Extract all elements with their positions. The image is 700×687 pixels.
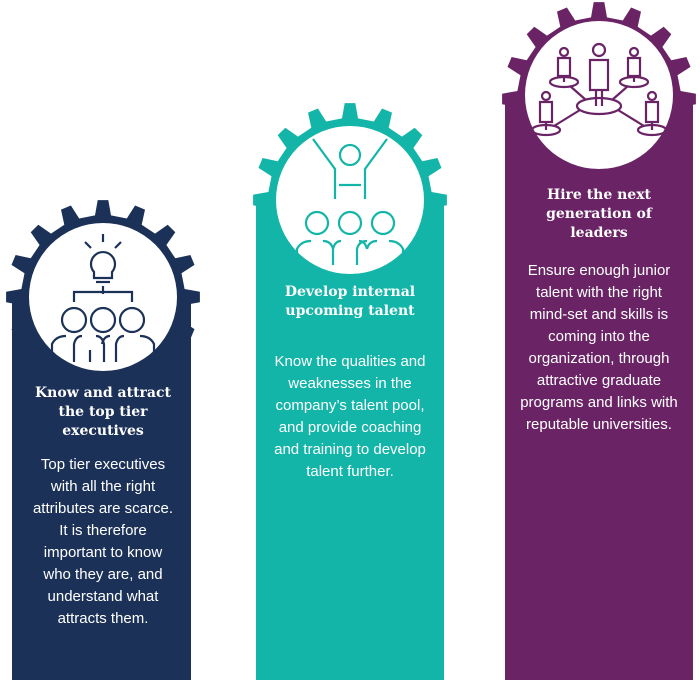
lightbulb-team-icon [29,223,177,371]
card-title: Hire the next generation of leaders [546,187,652,241]
card-develop-talent: Develop internal upcoming talent Know th… [251,103,449,680]
card-text: Ensure enough junior talent with the rig… [520,262,678,433]
card-text: Top tier executives with all the right a… [32,456,174,627]
card-top-tier-executives: Know and attract the top tier executives… [4,200,202,680]
celebrating-team-icon [276,126,424,274]
card-title: Develop internal upcoming talent [284,284,416,319]
network-people-icon [525,21,673,169]
card-text: Know the qualities and weaknesses in the… [274,353,426,480]
card-title: Know and attract the top tier executives [35,385,171,439]
card-body [505,99,693,680]
card-next-generation: Hire the next generation of leaders Ensu… [500,2,698,680]
card-body [256,200,444,680]
